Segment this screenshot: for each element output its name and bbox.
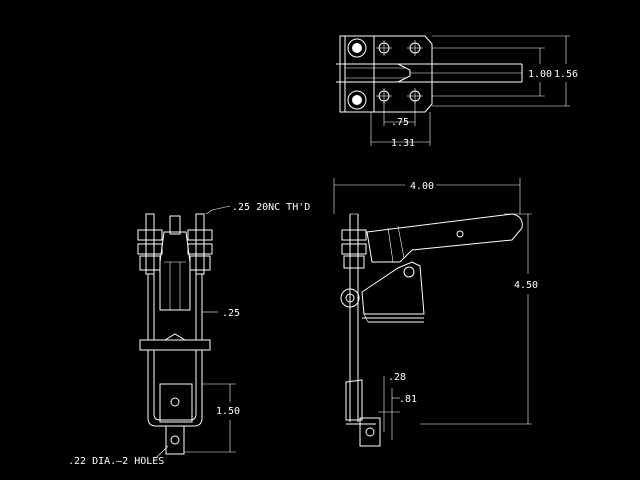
dim-top-d: 1.31 xyxy=(391,138,415,149)
front-view: .25 20NC TH'D .25 1.50 .22 DIA.—2 HOLES xyxy=(68,202,310,467)
dim-top-c: .75 xyxy=(391,117,409,128)
dim-holes: .22 DIA.—2 HOLES xyxy=(68,456,164,467)
dim-side-c: .28 xyxy=(388,372,406,383)
dim-front-thread: .25 20NC TH'D xyxy=(232,202,310,213)
top-view: 1.00 1.56 .75 1.31 xyxy=(336,35,578,149)
dim-front-gap: .25 xyxy=(222,308,240,319)
dim-side-height: 4.50 xyxy=(514,280,538,291)
dim-top-a: 1.00 xyxy=(528,69,552,80)
dim-top-b: 1.56 xyxy=(554,69,578,80)
side-view: 4.00 4.50 .28 .81 xyxy=(333,178,538,447)
dim-side-width: 4.00 xyxy=(410,181,434,192)
dim-side-d: .81 xyxy=(399,394,417,405)
dim-front-height: 1.50 xyxy=(216,406,240,417)
